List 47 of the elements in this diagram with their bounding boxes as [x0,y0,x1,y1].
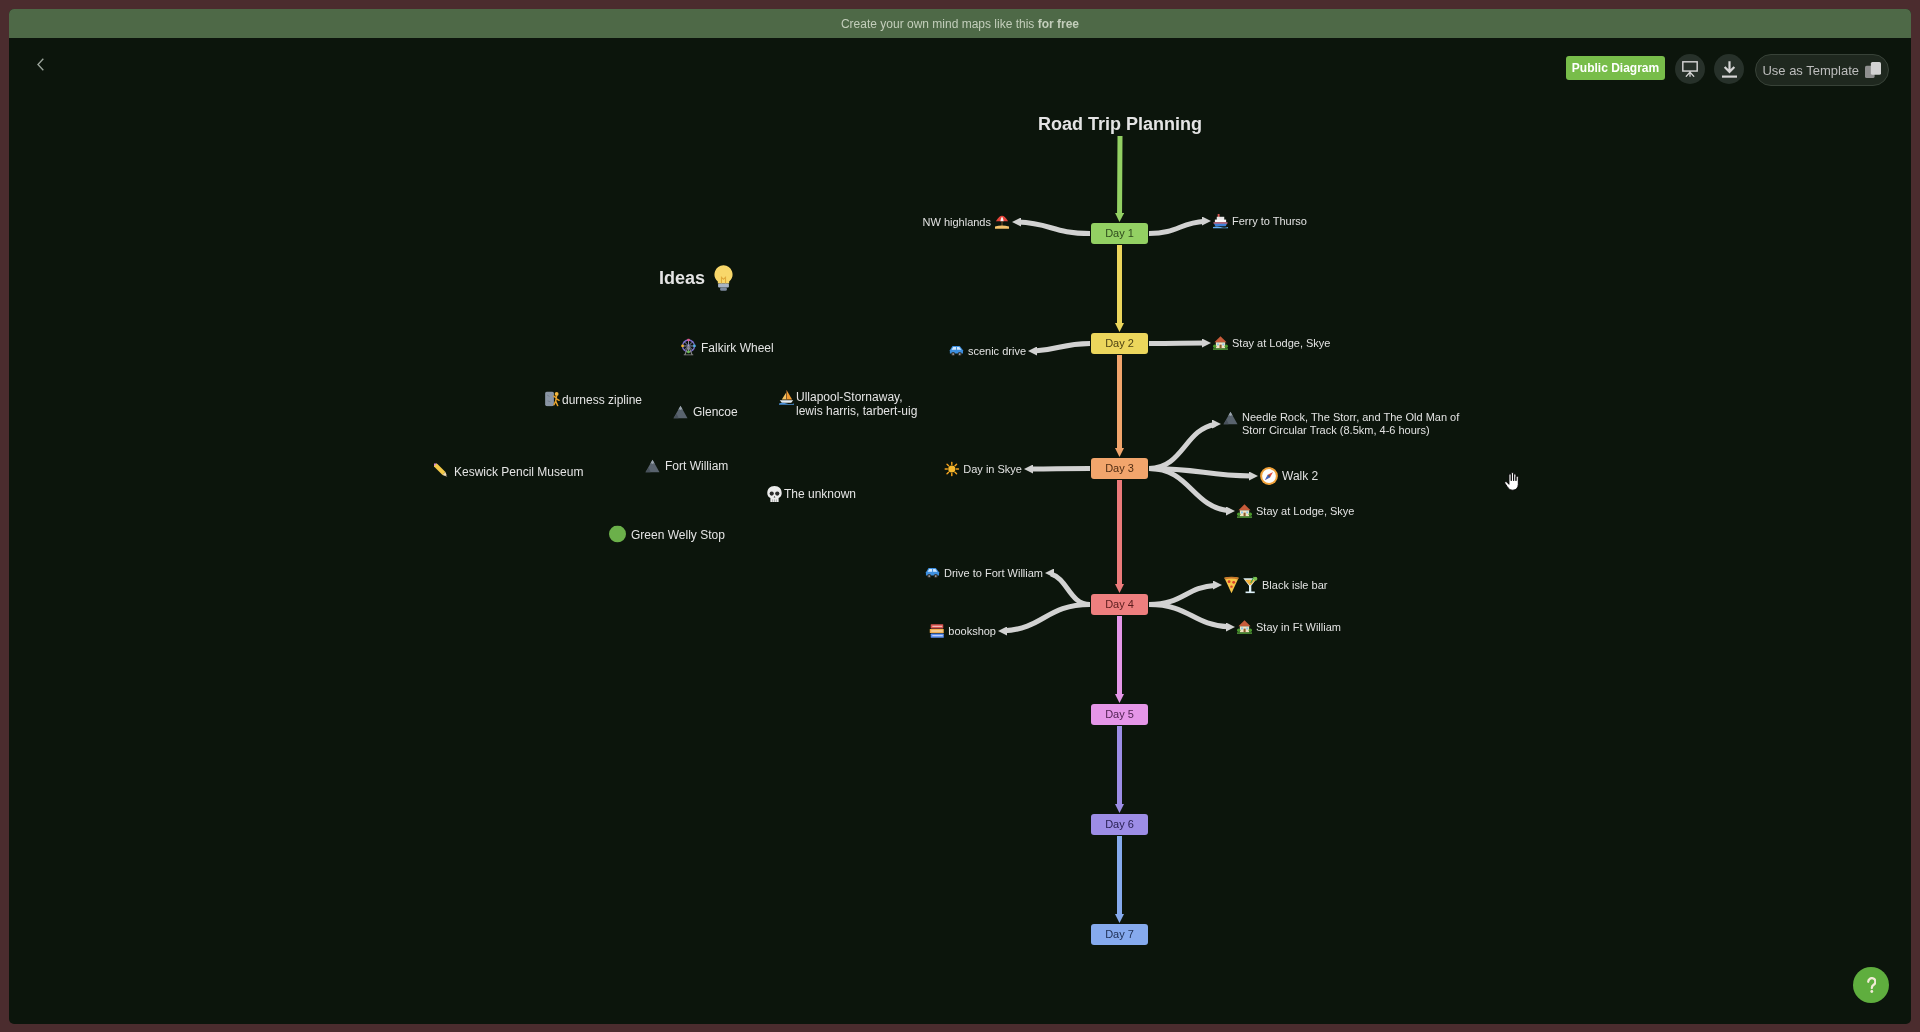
branch-connector [1027,341,1091,356]
idea-text: Keswick Pencil Museum [454,464,584,478]
topic-text: scenic drive [967,344,1026,358]
topic-text: Stay at Lodge, Skye [1256,504,1355,518]
idea-text: Ullapool-Stornaway, lewis harris, tarbert-uig [796,390,919,418]
day-topic-box: Day 5 [1091,704,1148,725]
branch-connector [1115,480,1124,593]
idea-text: Glencoe [693,405,738,419]
day-topic-box: Day 2 [1091,333,1148,354]
branch-connector [1148,602,1236,632]
idea-text: durness zipline [562,392,643,406]
branch-connector [1148,466,1236,515]
topic-text: Drive to Fort William [944,566,1043,580]
topic-text: Day in Skye [963,462,1022,476]
branch-connector [997,602,1091,636]
day-topic-box: Day 3 [1091,458,1148,479]
topic-text: Stay in Ft William [1256,620,1341,634]
branch-connector [1115,245,1124,332]
visibility-badge: Public Diagram [1566,56,1665,80]
topic-text: bookshop [948,624,996,638]
topic-text: NW highlands [922,215,991,229]
banner-text: Create your own mind maps like this for free [840,16,1080,31]
branch-connector [1115,136,1125,222]
idea-text: Green Welly Stop [631,527,725,541]
topic-text: Walk 2 [1282,469,1319,483]
branch-connector [1024,464,1090,474]
day-topic-box: Day 1 [1091,223,1148,244]
topic-text: Black isle bar [1262,578,1328,592]
day-topic-box: Day 4 [1091,594,1148,615]
branch-connector [1115,836,1124,923]
branch-connector [1149,338,1211,348]
topic-text: Ferry to Thurso [1232,214,1307,228]
branch-connector [1115,726,1124,813]
idea-text: The unknown [784,487,857,501]
use-template-button: Use as Template [1755,54,1889,86]
topic-text: Needle Rock, The Storr, and The Old Man of Storr Circular Track (8.5km, 4-6 hours) [1242,411,1461,437]
section-heading: Ideas [659,267,706,289]
branch-connector [1011,217,1091,236]
topic-text: Stay at Lodge, Skye [1232,336,1331,350]
branch-connector [1115,616,1124,703]
idea-text: Fort William [665,459,729,473]
day-topic-box: Day 7 [1091,924,1148,945]
map-title: Road Trip Planning [1038,113,1202,135]
branch-connector [1148,216,1212,236]
idea-text: Falkirk Wheel [701,340,774,354]
day-topic-box: Day 6 [1091,814,1148,835]
branch-connector [1115,355,1124,457]
